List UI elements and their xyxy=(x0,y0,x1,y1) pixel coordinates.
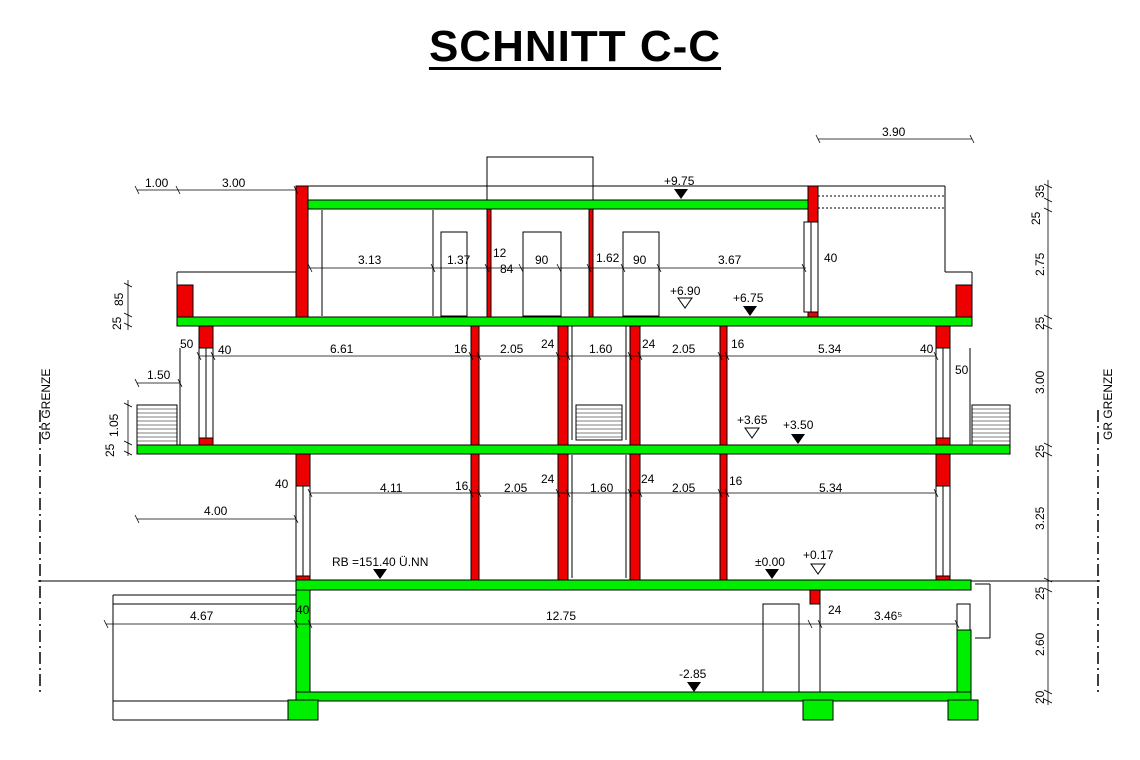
dim-label: 3.46⁵ xyxy=(874,609,902,623)
dim-label: 35 xyxy=(1033,184,1047,198)
building-outline xyxy=(112,156,991,721)
dim-label: 1.05 xyxy=(107,413,121,437)
radiator-fins xyxy=(137,408,1010,442)
dim-label: 25 xyxy=(1033,316,1047,330)
dim-label: 25 xyxy=(1033,586,1047,600)
level-label-mid-raw: +3.50 xyxy=(783,418,814,432)
dim-label: 2.05 xyxy=(504,481,528,495)
dim-label: 2.05 xyxy=(672,481,696,495)
dim-label: 5.34 xyxy=(819,481,843,495)
dim-label: 1.00 xyxy=(145,176,169,190)
level-marker-roof xyxy=(674,189,688,199)
dim-label: 3.25 xyxy=(1033,506,1047,530)
drawing-title: SCHNITT C-C xyxy=(428,22,722,71)
dim-label: 16 xyxy=(454,342,468,356)
dim-label: 3.90 xyxy=(882,125,906,139)
dim-label: 3.00 xyxy=(222,176,246,190)
dim-label: 25 xyxy=(1033,444,1047,458)
dim-label: 1.62 xyxy=(596,251,620,265)
upper-slab xyxy=(176,316,973,327)
dim-label: 2.60 xyxy=(1033,632,1047,656)
level-marker-ground xyxy=(765,569,779,579)
boundary-label-left: GR GRENZE xyxy=(39,369,53,440)
dim-label: 84 xyxy=(500,262,514,276)
dim-label: 5.34 xyxy=(818,342,842,356)
dim-label: 40 xyxy=(920,342,934,356)
level-marker-upper-raw xyxy=(743,306,757,316)
dim-label: 4.11 xyxy=(380,481,403,495)
dim-label: 4.00 xyxy=(204,504,228,518)
dim-label: 50 xyxy=(180,337,194,351)
level-label-upper-raw: +6.75 xyxy=(733,291,764,305)
footing-right xyxy=(947,699,979,721)
dim-label: 1.60 xyxy=(589,342,613,356)
basement-slab xyxy=(295,691,972,702)
dim-label: 16 xyxy=(455,479,469,493)
level-label-mid-finish: +3.65 xyxy=(737,413,768,427)
ground-slab xyxy=(295,579,972,591)
dim-label: 12.75 xyxy=(546,609,576,623)
columns xyxy=(176,185,973,605)
dim-label: 3.00 xyxy=(1033,370,1047,394)
dim-label: 24 xyxy=(541,337,555,351)
dim-label: 24 xyxy=(828,603,842,617)
dim-label: 1.37 xyxy=(447,253,471,267)
dim-label: 24 xyxy=(541,472,555,486)
level-label-roof: +9.75 xyxy=(664,174,695,188)
dim-label: 20 xyxy=(1033,690,1047,704)
basement-wall-right xyxy=(956,629,972,701)
dim-label: 12 xyxy=(493,246,507,260)
level-label-ground-finish: +0.17 xyxy=(803,548,834,562)
dim-label: 25 xyxy=(110,316,124,330)
dim-label: 40 xyxy=(824,251,838,265)
footing-middle xyxy=(802,699,834,721)
dim-label: 2.05 xyxy=(500,342,524,356)
dim-label: 16 xyxy=(731,337,745,351)
dim-label: 40 xyxy=(296,603,310,617)
dim-label: 16 xyxy=(729,474,743,488)
level-marker-upper-finish xyxy=(677,297,693,309)
radiators xyxy=(136,404,1011,446)
footing-left xyxy=(287,699,319,721)
dim-label: 90 xyxy=(633,253,647,267)
dim-label: 24 xyxy=(642,337,656,351)
dim-label: 85 xyxy=(112,292,126,306)
dim-label: 90 xyxy=(535,253,549,267)
level-marker-basement xyxy=(687,682,701,692)
dimension-lines xyxy=(103,134,1053,705)
level-label-rb: RB =151.40 Ü.NN xyxy=(332,555,428,569)
dim-label: 25 xyxy=(1029,211,1043,225)
level-label-ground: ±0.00 xyxy=(755,555,785,569)
dim-label: 6.61 xyxy=(330,342,354,356)
dim-label: 25 xyxy=(103,443,117,457)
dim-label: 1.60 xyxy=(590,481,614,495)
level-marker-rb xyxy=(373,569,387,579)
middle-slab xyxy=(136,444,1011,455)
boundary-label-right: GR GRENZE xyxy=(1101,369,1115,440)
dim-label: 1.50 xyxy=(147,368,171,382)
dim-label: 40 xyxy=(275,477,289,491)
slabs xyxy=(136,199,1011,721)
level-label-basement: -2.85 xyxy=(679,667,707,681)
level-marker-mid-raw xyxy=(791,434,805,444)
level-marker-ground-finish xyxy=(810,563,826,575)
dim-label: 4.67 xyxy=(190,609,214,623)
dim-label: 24 xyxy=(641,472,655,486)
roof-slab xyxy=(295,199,819,210)
dim-label: 3.67 xyxy=(718,253,742,267)
dim-label: 2.05 xyxy=(672,342,696,356)
dim-label: 50 xyxy=(955,363,969,377)
dim-label: 2.75 xyxy=(1033,252,1047,276)
dim-label: 40 xyxy=(218,343,232,357)
level-label-upper-finish: +6.90 xyxy=(670,284,701,298)
level-markers xyxy=(373,189,826,692)
dim-label: 3.13 xyxy=(358,253,382,267)
level-marker-mid-finish xyxy=(744,427,760,439)
